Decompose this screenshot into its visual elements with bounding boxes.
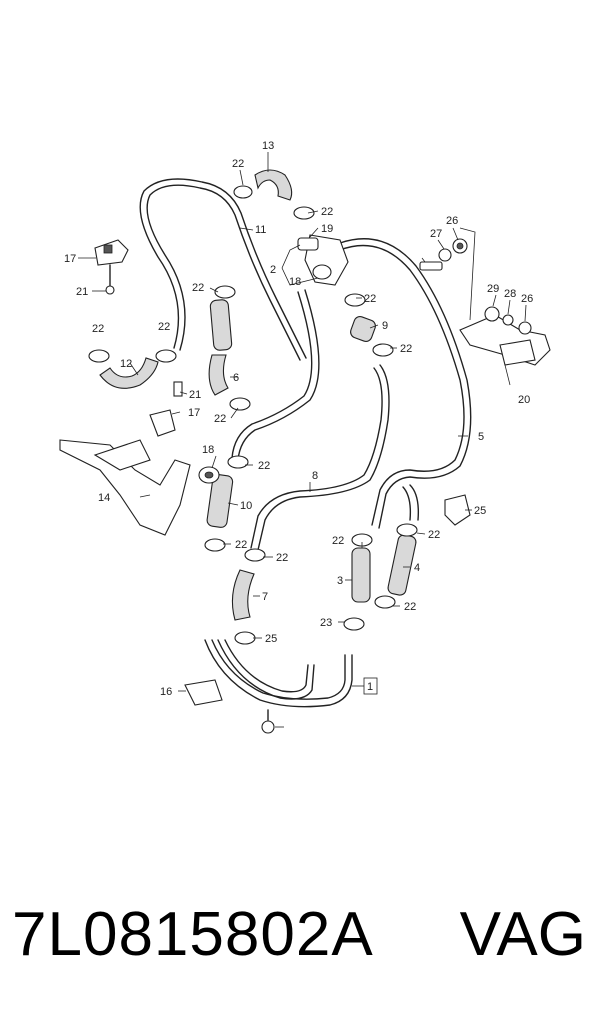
- callout-22: 22: [158, 321, 170, 333]
- callout-13: 13: [262, 140, 274, 152]
- callout-5: 5: [478, 431, 484, 443]
- hose-13: [254, 169, 293, 201]
- callout-21: 21: [76, 286, 88, 298]
- callout-22: 22: [276, 552, 288, 564]
- callout-22: 22: [400, 343, 412, 355]
- callout-10: 10: [240, 500, 252, 512]
- hose-10: [206, 474, 234, 528]
- callout-22: 22: [214, 413, 226, 425]
- hose-3: [351, 547, 371, 603]
- callout-26: 28: [504, 288, 516, 300]
- hose-clamps: [88, 185, 418, 645]
- callout-7: 7: [262, 591, 268, 603]
- callout-25: 26: [446, 215, 458, 227]
- coolant-hose-diagram: 13 22 22 11 19 2 18 17 21 22 22 9 22 22 …: [59, 140, 551, 734]
- small-parts: [94, 234, 532, 734]
- callout-19: 19: [321, 223, 333, 235]
- callout-27: 29: [487, 283, 499, 295]
- bracket-14: [59, 409, 191, 536]
- callout-22: 22: [192, 282, 204, 294]
- callout-20: 20: [518, 394, 530, 406]
- callout-21: 21: [189, 389, 201, 401]
- leader-lines: [78, 152, 527, 728]
- callout-22: 22: [364, 293, 376, 305]
- callout-22: 22: [92, 323, 104, 335]
- callout-26: 27: [430, 228, 442, 240]
- hose-9: [350, 316, 376, 342]
- callout-18: 18: [202, 444, 214, 456]
- callout-11: 11: [255, 224, 266, 236]
- brand-name: VAG: [459, 900, 586, 969]
- callout-22: 22: [332, 535, 344, 547]
- callout-14: 14: [98, 492, 110, 504]
- callout-22: 22: [235, 539, 247, 551]
- callout-18: 18: [289, 276, 301, 288]
- hose-6b: [208, 354, 229, 396]
- callout-22: 22: [321, 206, 333, 218]
- callout-16: 16: [160, 686, 172, 698]
- callout-6: 6: [233, 372, 239, 384]
- callout-22: 22: [258, 460, 270, 472]
- callout-3: 3: [337, 575, 343, 587]
- callout-17: 17: [188, 407, 200, 419]
- hose-4: [387, 534, 417, 596]
- callout-8: 8: [312, 470, 318, 482]
- footer: 7L0815802A VAG: [0, 890, 600, 980]
- callout-22: 22: [232, 158, 244, 170]
- pipe-network: [139, 178, 472, 708]
- callout-22: 25: [265, 633, 277, 645]
- bracket-20: [459, 314, 551, 366]
- hose-12: [99, 357, 159, 389]
- callout-2: 2: [270, 264, 276, 276]
- callout-9: 9: [382, 320, 388, 332]
- part-number: 7L0815802A: [12, 900, 374, 969]
- callout-22: 23: [320, 617, 332, 629]
- callout-17: 17: [64, 253, 76, 265]
- hose-6a: [209, 299, 233, 351]
- callout-1: 1: [367, 681, 373, 693]
- callout-23: 25: [474, 505, 486, 517]
- callout-25: 26: [521, 293, 533, 305]
- callout-22: 22: [404, 601, 416, 613]
- callout-12: 12: [120, 358, 132, 370]
- callout-22: 22: [428, 529, 440, 541]
- hose-7: [231, 569, 255, 621]
- hose-sections: [99, 169, 417, 621]
- callout-labels: 13 22 22 11 19 2 18 17 21 22 22 9 22 22 …: [64, 140, 533, 698]
- callout-4: 4: [414, 562, 420, 574]
